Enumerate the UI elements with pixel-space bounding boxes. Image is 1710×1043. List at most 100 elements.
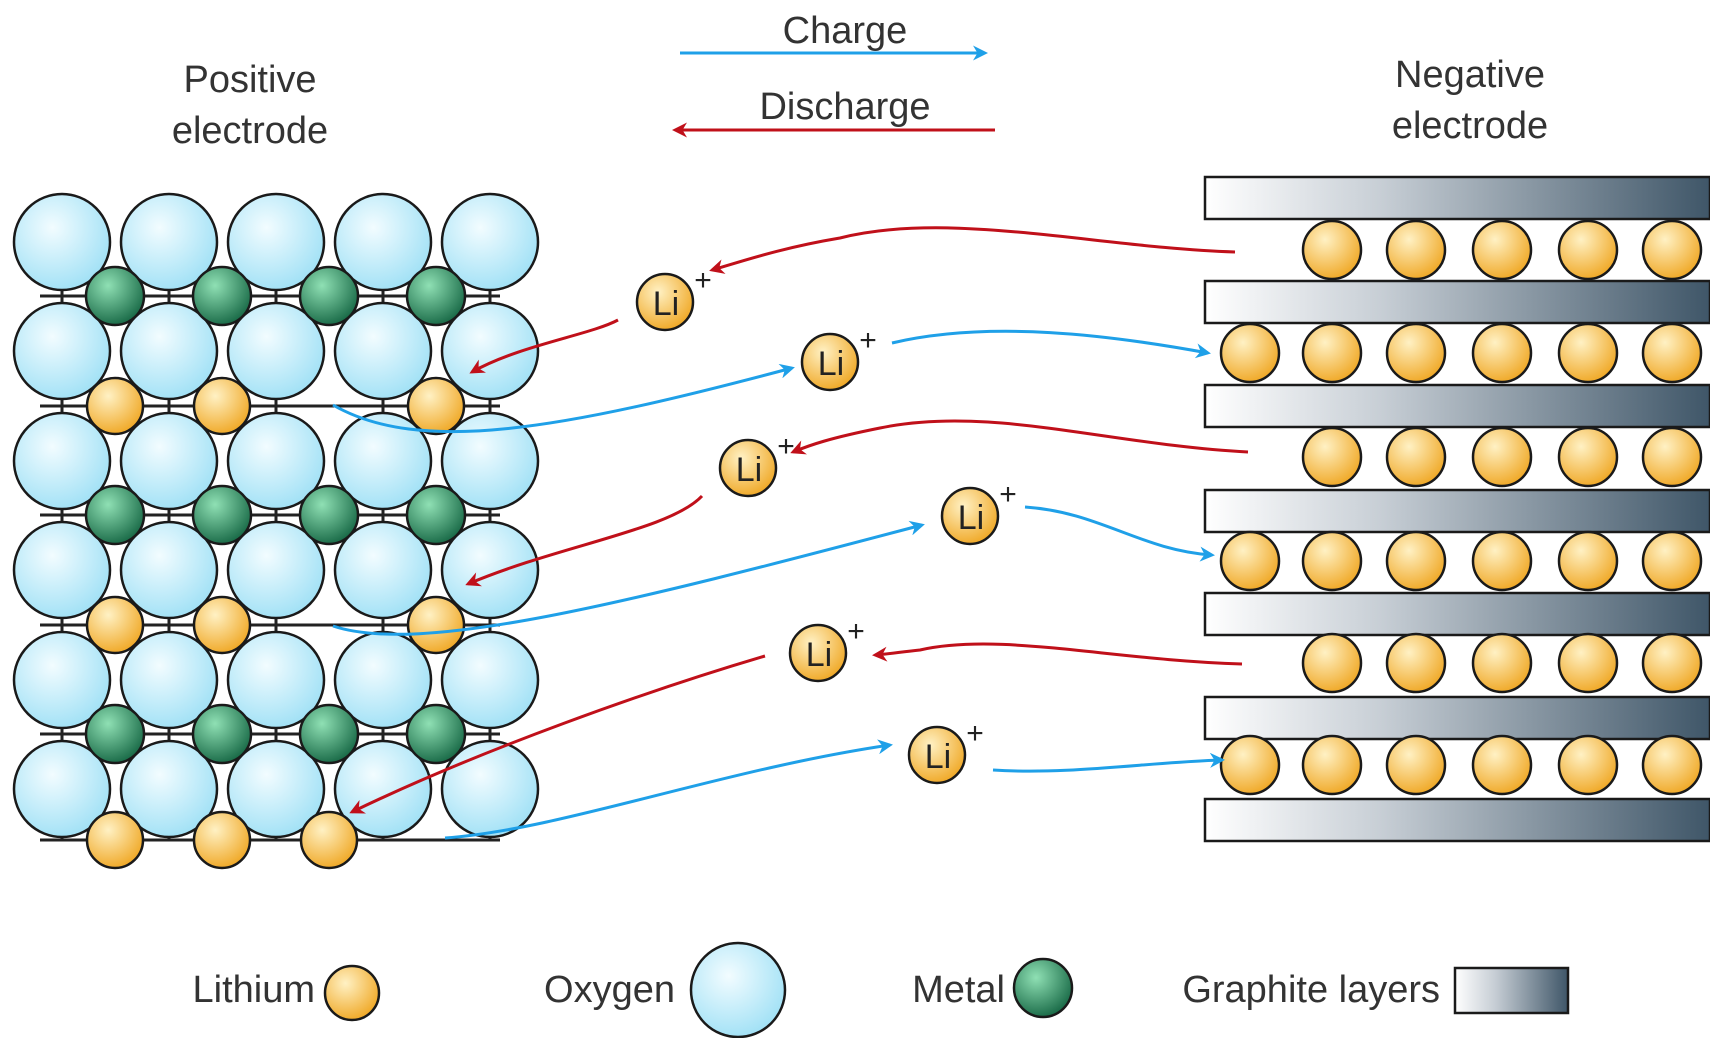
oxygen-atom [119, 739, 219, 839]
positive-electrode-lattice [12, 192, 540, 870]
oxygen-atom [333, 192, 433, 292]
intercalated-lithium-atom [1385, 632, 1447, 694]
intercalated-lithium-atom [1301, 734, 1363, 796]
intercalated-lithium-atom [1385, 322, 1447, 384]
oxygen-atom [12, 301, 112, 401]
charge-ion-path [992, 752, 1225, 773]
oxygen-atom [119, 192, 219, 292]
intercalated-lithium-atom [1557, 734, 1619, 796]
negative-electrode-label-line1: Negative [1395, 54, 1545, 96]
lithium-ion: Li+ [718, 430, 795, 498]
lithium-ion: Li+ [907, 717, 984, 785]
intercalated-lithium-atom [1471, 530, 1533, 592]
ion-flow-arrows [332, 45, 1249, 840]
positive-electrode-label: Positive electrode [140, 55, 360, 158]
discharge-ion-path [872, 642, 1243, 666]
intercalated-lithium-atom [1219, 734, 1281, 796]
lithium-ion-sphere [940, 486, 1000, 546]
intercalated-lithium-atom [1641, 219, 1703, 281]
intercalated-lithium-atom [1471, 322, 1533, 384]
graphite-layer [1203, 591, 1710, 637]
oxygen-atom [440, 301, 540, 401]
intercalated-lithium-atom [1557, 322, 1619, 384]
lithium-atom [85, 595, 145, 655]
graphite-layer [1203, 797, 1710, 843]
oxygen-atom [226, 520, 326, 620]
oxygen-atom [119, 411, 219, 511]
intercalated-lithium-atom [1301, 219, 1363, 281]
intercalated-lithium-atom [1385, 734, 1447, 796]
oxygen-atom [440, 411, 540, 511]
lithium-atom [406, 376, 466, 436]
lithium-ion-symbol: Li [958, 499, 984, 537]
intercalated-lithium-atom [1219, 322, 1281, 384]
legend-lithium-label: Lithium [192, 969, 316, 1011]
oxygen-atom [226, 411, 326, 511]
intercalated-lithium-atom [1301, 322, 1363, 384]
charge-ion-path [332, 520, 925, 636]
charge-ion-path [1024, 505, 1215, 562]
metal-atom [191, 484, 253, 546]
intercalated-lithium-atom [1557, 530, 1619, 592]
lithium-atom [192, 376, 252, 436]
intercalated-lithium-atom [1471, 632, 1533, 694]
lithium-ion-charge: + [777, 430, 795, 463]
intercalated-lithium-atom [1641, 734, 1703, 796]
intercalated-lithium-atom [1471, 219, 1533, 281]
legend-metal-label: Metal [912, 969, 1005, 1011]
oxygen-atom [440, 739, 540, 839]
oxygen-atom [226, 301, 326, 401]
intercalated-lithium-atom [1641, 530, 1703, 592]
intercalated-lithium-atom [1385, 530, 1447, 592]
graphite-layer [1203, 279, 1710, 325]
lithium-ion-symbol: Li [653, 285, 679, 323]
discharge-label: Discharge [759, 86, 931, 128]
intercalated-lithium-atom [1385, 219, 1447, 281]
oxygen-atom [440, 630, 540, 730]
legend-graphite-label: Graphite layers [1182, 969, 1440, 1011]
oxygen-atom [119, 630, 219, 730]
oxygen-atom [119, 520, 219, 620]
lithium-ion-charge: + [999, 478, 1017, 511]
intercalated-lithium-atom [1219, 530, 1281, 592]
metal-atom [298, 484, 360, 546]
graphite-layer [1203, 383, 1710, 429]
discharge-ion-path [709, 226, 1236, 274]
lithium-ion-charge: + [859, 324, 877, 357]
discharge-ion-path [465, 494, 704, 587]
lithium-ion-charge: + [847, 615, 865, 648]
intercalated-lithium-atom [1385, 426, 1447, 488]
oxygen-atom [333, 301, 433, 401]
legend-graphite-swatch [1453, 966, 1570, 1015]
lithium-atom [85, 810, 145, 870]
discharge-ion-path [349, 654, 766, 814]
lithium-ion: Li + [635, 264, 712, 332]
negative-electrode-label-line2: electrode [1391, 105, 1549, 148]
lithium-ion-charge: + [694, 264, 712, 297]
metal-atom [84, 265, 146, 327]
intercalated-lithium-atom [1301, 426, 1363, 488]
graphite-layer [1203, 695, 1710, 741]
lithium-ion-symbol: Li [806, 636, 832, 674]
metal-atom [298, 703, 360, 765]
metal-atom [84, 703, 146, 765]
graphite-layer [1203, 175, 1710, 221]
intercalated-lithium-atom [1557, 219, 1619, 281]
oxygen-atom [12, 739, 112, 839]
lithium-ions: Li+Li+Li+Li+Li+Li+ [635, 264, 1017, 785]
lithium-ion-symbol: Li [925, 738, 951, 776]
charge-ion-path [444, 739, 893, 840]
oxygen-atom [119, 301, 219, 401]
oxygen-atom [333, 411, 433, 511]
intercalated-lithium-atom [1471, 734, 1533, 796]
discharge-ion-path [790, 419, 1249, 455]
intercalated-lithium-atom [1301, 632, 1363, 694]
lithium-ion: Li + [940, 478, 1017, 546]
metal-atom [191, 265, 253, 327]
legend-oxygen-label: Oxygen [544, 969, 675, 1011]
intercalated-lithium-atom [1557, 426, 1619, 488]
legend-metal-swatch [1012, 957, 1074, 1019]
metal-atom [405, 484, 467, 546]
lithium-ion-sphere [718, 438, 778, 498]
